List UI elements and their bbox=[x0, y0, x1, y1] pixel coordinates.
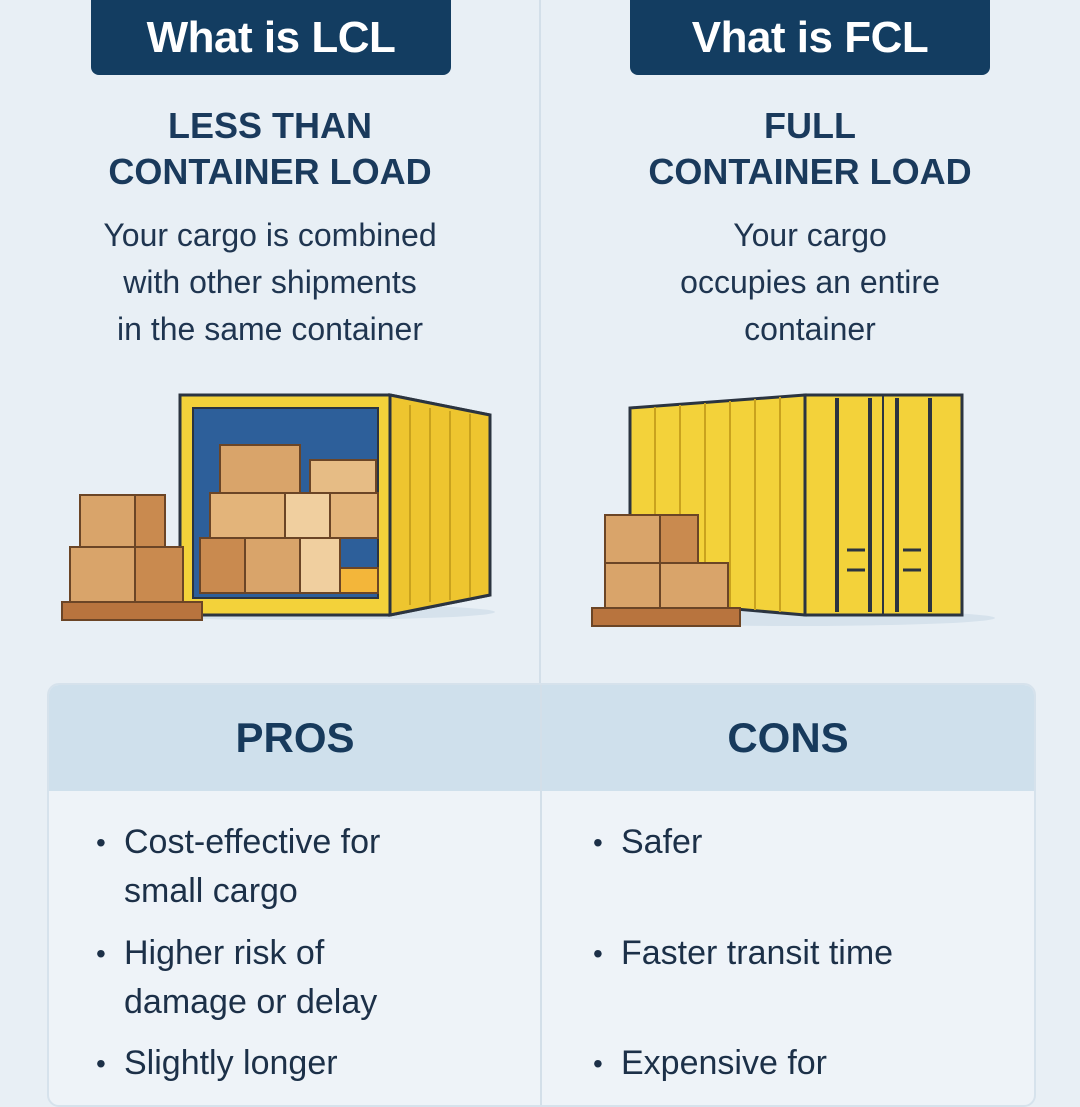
bullet: • bbox=[96, 938, 106, 969]
pros-item: • Slightly longer bbox=[96, 1039, 338, 1088]
fcl-subtitle-line2: CONTAINER LOAD bbox=[648, 151, 972, 192]
cons-item-line: Faster transit time bbox=[621, 934, 894, 972]
cons-item-line: Expensive for bbox=[621, 1044, 827, 1082]
pros-cons-table: PROS CONS • Cost-effective for small car… bbox=[47, 683, 1036, 1107]
fcl-container-illustration bbox=[591, 393, 995, 627]
cons-item-line: Safer bbox=[621, 823, 703, 861]
pros-item-line: Cost-effective for bbox=[124, 823, 381, 861]
bullet: • bbox=[593, 1048, 603, 1079]
lcl-description-line: Your cargo is combined bbox=[103, 217, 437, 253]
pros-item-line: Higher risk of bbox=[124, 934, 325, 972]
fcl-title-banner: Vhat is FCL bbox=[630, 0, 990, 75]
cons-header: CONS bbox=[727, 714, 849, 761]
cons-item: • Expensive for bbox=[593, 1039, 827, 1088]
bullet: • bbox=[96, 1048, 106, 1079]
pros-item-line: small cargo bbox=[124, 872, 298, 910]
lcl-description-line: with other shipments bbox=[123, 264, 417, 300]
lcl-container-illustration bbox=[61, 393, 495, 621]
cons-item: • Faster transit time bbox=[593, 929, 894, 978]
bullet: • bbox=[96, 827, 106, 858]
bullet: • bbox=[593, 827, 603, 858]
pros-item-line: damage or delay bbox=[124, 983, 378, 1021]
lcl-subtitle: LESS THAN CONTAINER LOAD bbox=[0, 103, 540, 195]
lcl-title-banner: What is LCL bbox=[91, 0, 451, 75]
lcl-subtitle-line2: CONTAINER LOAD bbox=[108, 151, 432, 192]
bullet: • bbox=[593, 938, 603, 969]
column-divider bbox=[539, 0, 541, 1080]
pros-header: PROS bbox=[235, 714, 355, 761]
lcl-description: Your cargo is combined with other shipme… bbox=[0, 212, 540, 353]
fcl-subtitle-line1: FULL bbox=[764, 105, 856, 146]
fcl-description: Your cargo occupies an entire container bbox=[540, 212, 1080, 353]
fcl-description-line: occupies an entire bbox=[680, 264, 940, 300]
lcl-subtitle-line1: LESS THAN bbox=[167, 105, 372, 146]
fcl-subtitle: FULL CONTAINER LOAD bbox=[540, 103, 1080, 195]
pros-item-line: Slightly longer bbox=[124, 1044, 338, 1082]
lcl-description-line: in the same container bbox=[117, 311, 423, 347]
fcl-description-line: container bbox=[744, 311, 876, 347]
fcl-description-line: Your cargo bbox=[733, 217, 887, 253]
table-column-divider bbox=[540, 685, 542, 1105]
pros-item: • Cost-effective for small cargo bbox=[96, 818, 381, 916]
pros-item: • Higher risk of damage or delay bbox=[96, 929, 378, 1027]
cons-item: • Safer bbox=[593, 818, 703, 867]
